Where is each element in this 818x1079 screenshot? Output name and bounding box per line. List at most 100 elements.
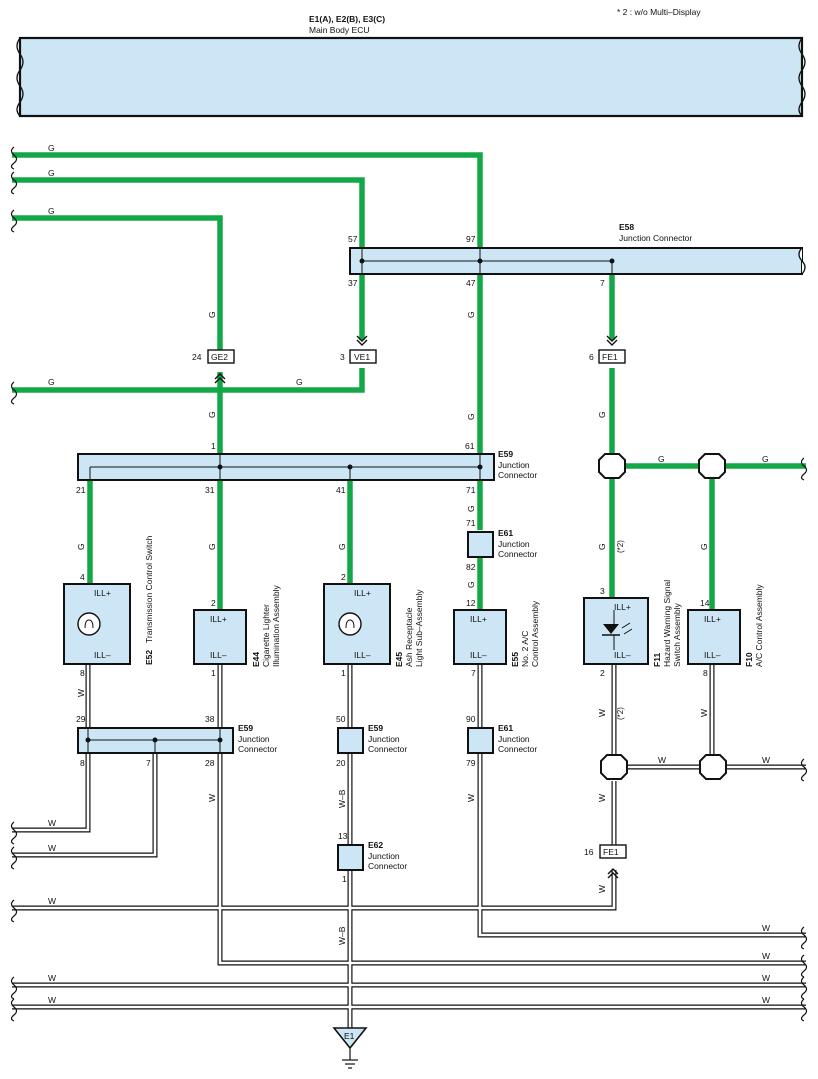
vertical-wire-labels: G G G G G G G G G G G G W W W W W W W W–… (76, 311, 709, 945)
svg-text:E55: E55 (510, 652, 520, 667)
e59-junction-connector-bottom-mid: E59 Junction Connector 50 20 (336, 714, 407, 768)
svg-text:G: G (466, 505, 476, 512)
note-star2: * 2 : w/o Multi–Display (617, 7, 701, 17)
svg-text:3: 3 (600, 586, 605, 596)
wire-label-w: W (48, 896, 56, 906)
svg-text:W: W (597, 885, 607, 893)
svg-text:ILL–: ILL– (614, 650, 631, 660)
e58-name: Junction Connector (619, 233, 692, 243)
svg-text:GE2: GE2 (211, 352, 228, 362)
svg-text:31: 31 (205, 485, 215, 495)
svg-text:ILL–: ILL– (94, 650, 111, 660)
bulb-icon (338, 612, 362, 636)
svg-text:41: 41 (336, 485, 346, 495)
svg-text:W: W (76, 689, 86, 697)
svg-text:6: 6 (589, 352, 594, 362)
svg-text:FE1: FE1 (603, 847, 619, 857)
svg-text:G: G (207, 411, 217, 418)
ecu-name: Main Body ECU (309, 25, 369, 35)
svg-text:29: 29 (76, 714, 86, 724)
svg-text:28: 28 (205, 758, 215, 768)
svg-text:Switch Assembly: Switch Assembly (672, 602, 682, 667)
svg-text:W: W (466, 794, 476, 802)
svg-text:1: 1 (341, 668, 346, 678)
svg-text:16: 16 (584, 847, 594, 857)
svg-text:Junction: Junction (498, 734, 530, 744)
wire-label-w: W (658, 755, 666, 765)
inline-connector-fe1-top: FE1 6 (589, 335, 626, 364)
svg-text:G: G (597, 411, 607, 418)
e58-code: E58 (619, 222, 634, 232)
wire-label-w: W (48, 843, 56, 853)
bulb-icon (77, 612, 101, 636)
svg-text:Connector: Connector (368, 861, 407, 871)
svg-text:Junction: Junction (238, 734, 270, 744)
svg-text:7: 7 (471, 668, 476, 678)
svg-text:G: G (466, 311, 476, 318)
e52-transmission-control-switch: ILL+ ILL– 4 8 E52 Transmission Control S… (63, 535, 154, 678)
svg-text:ILL–: ILL– (354, 650, 371, 660)
wire-label-g: G (48, 143, 55, 153)
svg-text:7: 7 (600, 278, 605, 288)
f11-hazard-warning-switch: ILL+ ILL– 3 2 F11 Hazard Warning Signal … (583, 580, 682, 678)
svg-text:A/C Control Assembly: A/C Control Assembly (754, 584, 764, 667)
svg-text:1: 1 (211, 441, 216, 451)
svg-text:4: 4 (80, 572, 85, 582)
inline-connector-ve1: VE1 3 (340, 335, 377, 364)
svg-text:ILL–: ILL– (704, 650, 721, 660)
svg-text:G: G (699, 543, 709, 550)
e61-junction-connector-top: E61 Junction Connector 71 82 (466, 518, 537, 572)
wire-label-g: G (762, 454, 769, 464)
ecu-code: E1(A), E2(B), E3(C) (309, 14, 385, 24)
wire-label-g: G (48, 168, 55, 178)
svg-text:(*2): (*2) (616, 707, 625, 720)
svg-text:97: 97 (466, 234, 476, 244)
svg-text:ILL–: ILL– (470, 650, 487, 660)
splice-nodes (598, 453, 727, 780)
svg-text:ILL–: ILL– (210, 650, 227, 660)
svg-text:E1: E1 (344, 1031, 355, 1041)
svg-text:Illumination Assembly: Illumination Assembly (271, 585, 281, 667)
wire-label-w: W (762, 995, 770, 1005)
svg-text:50: 50 (336, 714, 346, 724)
svg-text:W: W (597, 794, 607, 802)
svg-text:71: 71 (466, 518, 476, 528)
svg-text:W: W (207, 794, 217, 802)
svg-text:12: 12 (466, 598, 476, 608)
svg-text:No. 2 A/C: No. 2 A/C (520, 631, 530, 667)
svg-text:21: 21 (76, 485, 86, 495)
svg-text:Hazard Warning Signal: Hazard Warning Signal (662, 580, 672, 667)
svg-text:13: 13 (338, 831, 348, 841)
e62-junction-connector: E62 Junction Connector 13 1 (337, 831, 407, 884)
svg-text:Connector: Connector (238, 744, 277, 754)
svg-text:ILL+: ILL+ (470, 614, 487, 624)
svg-text:8: 8 (80, 758, 85, 768)
wire-label-w: W (48, 973, 56, 983)
svg-text:Junction: Junction (498, 460, 530, 470)
svg-text:FE1: FE1 (602, 352, 618, 362)
svg-text:E61: E61 (498, 723, 513, 733)
e44-cigarette-lighter-illumination: ILL+ ILL– 2 1 E44 Cigarette Lighter Illu… (193, 585, 281, 678)
svg-text:71: 71 (466, 485, 476, 495)
svg-text:2: 2 (600, 668, 605, 678)
svg-text:G: G (466, 581, 476, 588)
wire-label-w: W (762, 951, 770, 961)
wire-breaks (10, 146, 808, 1022)
svg-text:Transmission Control Switch: Transmission Control Switch (144, 535, 154, 643)
svg-text:E59: E59 (368, 723, 383, 733)
svg-text:Control Assembly: Control Assembly (530, 600, 540, 667)
svg-text:2: 2 (341, 572, 346, 582)
svg-text:79: 79 (466, 758, 476, 768)
svg-text:24: 24 (192, 352, 202, 362)
wire-label-w: W (48, 995, 56, 1005)
svg-text:E62: E62 (368, 840, 383, 850)
wire-label-w: W (762, 973, 770, 983)
green-wires (12, 152, 806, 610)
svg-text:8: 8 (80, 668, 85, 678)
svg-text:47: 47 (466, 278, 476, 288)
e59-junction-connector-top: E59 Junction Connector 1 61 21 31 41 71 (76, 441, 537, 495)
wire-label-g: G (48, 377, 55, 387)
wire-label-g: G (658, 454, 665, 464)
svg-text:G: G (76, 543, 86, 550)
svg-text:38: 38 (205, 714, 215, 724)
